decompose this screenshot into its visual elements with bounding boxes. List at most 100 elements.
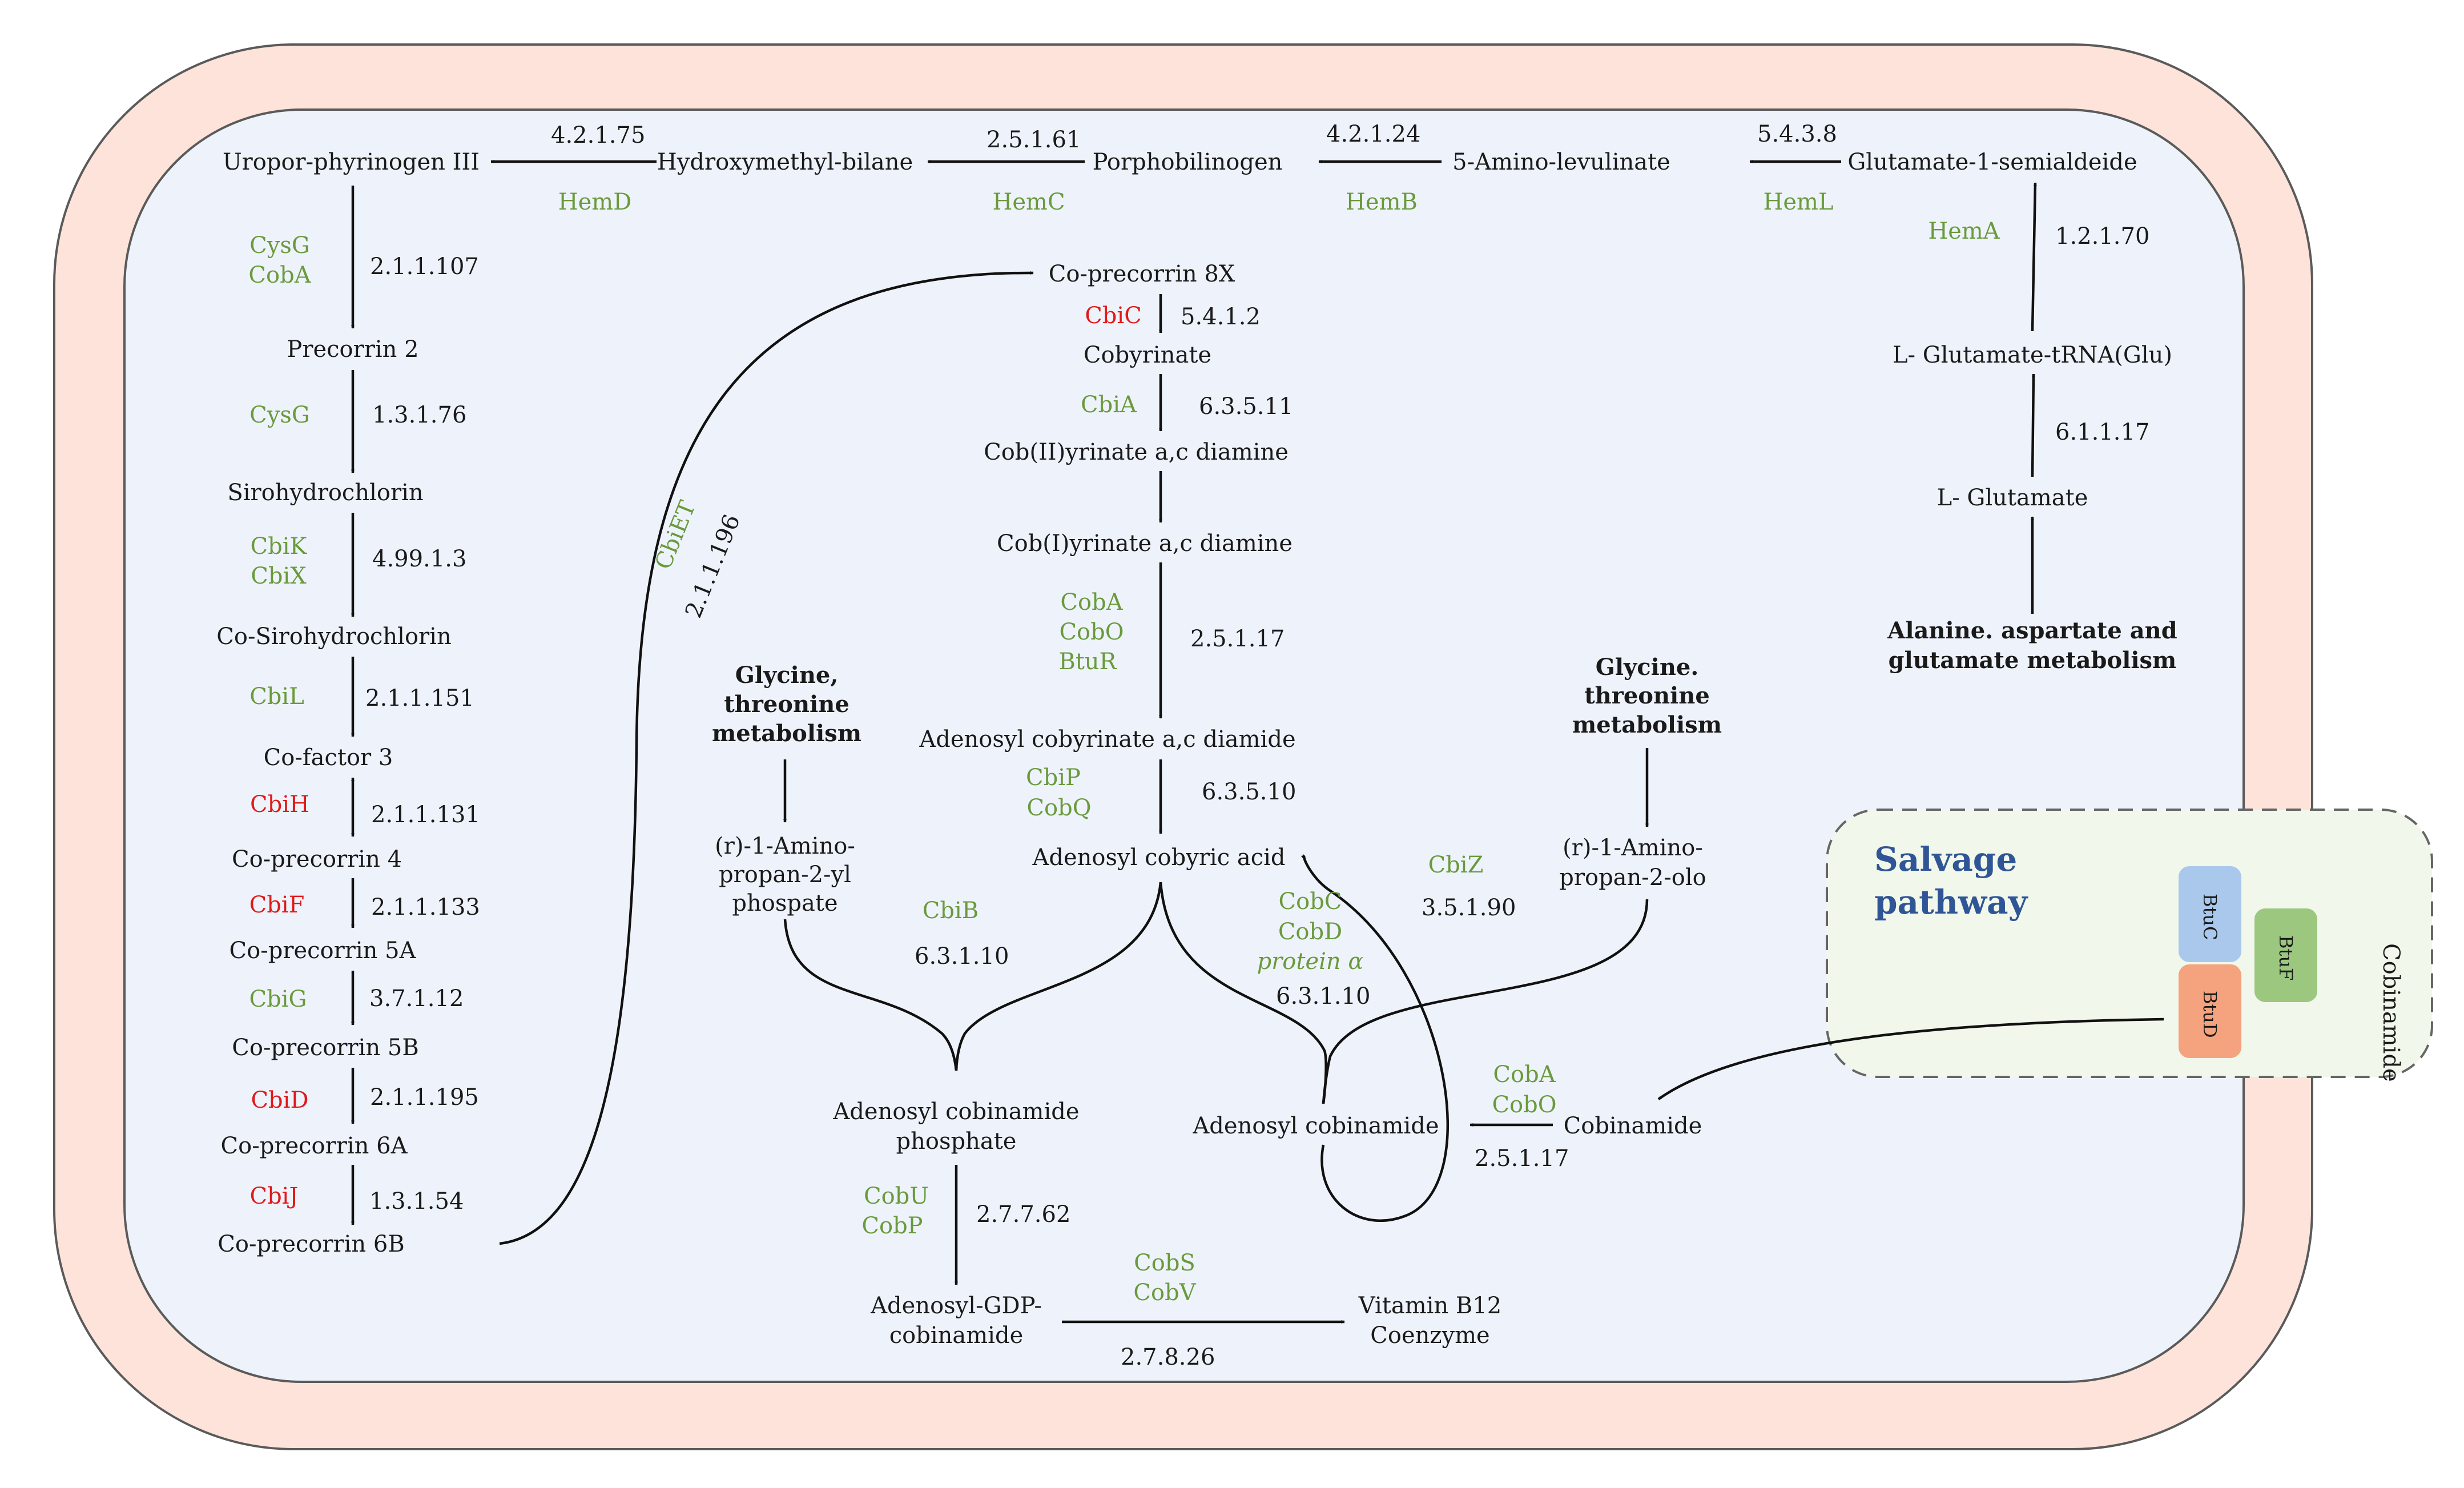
arrow-cbiz-loop [1301,854,1449,1222]
ec-2.7.7.62: 2.7.7.62 [976,1201,1070,1228]
enzyme-cobO-1: CobO [1059,619,1124,645]
metabolite-coprecorrin6a: Co-precorrin 6A [221,1133,408,1159]
metabolite-vitamin-b12-line1: Vitamin B12 [1358,1293,1501,1319]
ec-2.5.1.17-bottom: 2.5.1.17 [1475,1145,1569,1172]
metabolite-adenosyl-cobyrinate: Adenosyl cobyrinate a,c diamide [919,726,1295,753]
metabolite-porphobilinogen: Porphobilinogen [1093,149,1283,175]
enzyme-protein-alpha: protein α [1257,948,1364,975]
metabolite-hydroxymethylbilane: Hydroxymethyl-bilane [657,149,913,175]
ec-2.1.1.133: 2.1.1.133 [371,894,480,920]
ec-2.5.1.61: 2.5.1.61 [987,127,1081,153]
enzyme-btuR: BtuR [1058,649,1117,675]
enzyme-cbiG: CbiG [249,986,307,1012]
ec-1.3.1.76: 1.3.1.76 [372,402,466,428]
enzyme-cbiL: CbiL [249,683,304,710]
enzyme-cobV: CobV [1133,1280,1196,1306]
btuf-label: BtuF [2275,935,2297,980]
btuf-protein [2254,908,2317,1002]
metabolite-glutamate-trna: L- Glutamate-tRNA(Glu) [1893,342,2172,368]
ec-3.5.1.90: 3.5.1.90 [1422,895,1516,921]
ec-2.1.1.151: 2.1.1.151 [365,685,474,711]
btuc-protein [2179,866,2241,962]
ec-1.3.1.54: 1.3.1.54 [369,1188,464,1214]
pathway-alanine-line1: Alanine. aspartate and [1887,617,2177,644]
metabolite-cobinamide: Cobinamide [1564,1113,1702,1139]
metabolite-adenosyl-cobinamide-phosphate-line1: Adenosyl cobinamide [832,1099,1079,1125]
pathway-alanine-line2: glutamate metabolism [1889,647,2177,674]
enzyme-cbiP: CbiP [1026,765,1081,791]
ec-1.2.1.70: 1.2.1.70 [2055,223,2149,250]
enzyme-cbiA: CbiA [1081,392,1137,418]
enzyme-cbiX: CbiX [251,563,307,589]
pathway-glycine-right-line1: Glycine. [1596,654,1699,681]
ec-3.7.1.12: 3.7.1.12 [369,986,464,1012]
enzyme-hemD: HemD [558,189,632,215]
metabolite-aminolevulinate: 5-Amino-levulinate [1452,149,1670,175]
ec-2.1.1.131: 2.1.1.131 [371,802,480,828]
btud-protein [2179,964,2241,1058]
metabolite-adenosyl-gdp-cobinamide-line2: cobinamide [889,1322,1024,1349]
enzyme-cobQ: CobQ [1026,795,1091,821]
enzyme-cobS: CobS [1134,1250,1195,1276]
ec-4.2.1.75: 4.2.1.75 [551,122,645,148]
metabolite-aminopropanol-line2: propan-2-olo [1559,864,1706,891]
ec-6.3.5.10: 6.3.5.10 [1202,779,1296,805]
metabolite-co-sirohydrochlorin: Co-Sirohydrochlorin [216,624,451,650]
enzyme-cysG-1: CysG [249,232,310,259]
metabolite-cob1yrinate: Cob(I)yrinate a,c diamine [997,530,1293,557]
pathway-glycine-left-line1: Glycine, [735,662,839,689]
enzyme-hemA: HemA [1928,218,2000,244]
arrow-aminopropyl-adcbiphosphate [783,919,958,1071]
enzyme-cbiB: CbiB [923,898,979,924]
arrow-adcobyric-adcbiphosphate [955,882,1162,1071]
metabolite-vitamin-b12-line2: Coenzyme [1370,1322,1489,1349]
metabolite-coprecorrin4: Co-precorrin 4 [232,846,402,872]
metabolite-cofactor3: Co-factor 3 [264,745,393,771]
metabolite-coprecorrin6b: Co-precorrin 6B [218,1231,404,1257]
metabolite-aminopropyl-phosphate-line1: (r)-1-Amino- [715,833,855,859]
pathway-glycine-left-line3: metabolism [712,720,861,747]
metabolite-uroporphyrinogen: Uropor-phyrinogen III [223,149,480,175]
enzyme-cobO-2: CobO [1492,1092,1556,1118]
enzyme-cbiH: CbiH [250,791,309,818]
metabolite-adenosyl-gdp-cobinamide-line1: Adenosyl-GDP- [870,1293,1042,1319]
enzyme-cobU: CobU [864,1183,929,1209]
enzyme-hemB: HemB [1346,189,1418,215]
salvage-cobinamide-label: Cobinamide [2378,943,2404,1082]
ec-6.3.1.10-left: 6.3.1.10 [915,943,1009,970]
ec-6.1.1.17: 6.1.1.17 [2055,419,2149,445]
enzyme-cobC: CobC [1279,888,1342,915]
metabolite-l-glutamate: L- Glutamate [1937,485,2088,511]
ec-6.3.1.10-right: 6.3.1.10 [1276,983,1370,1010]
metabolite-coprecorrin5a: Co-precorrin 5A [230,938,417,964]
metabolite-cobyrinate: Cobyrinate [1084,342,1211,368]
salvage-title-line2: pathway [1874,883,2029,922]
arrow-aminopropanol-adcobinamide [1322,899,1649,1104]
ec-4.99.1.3: 4.99.1.3 [372,546,466,572]
enzyme-cbiK: CbiK [251,533,308,560]
pathway-glycine-right-line2: threonine [1584,682,1710,709]
arrow-salvage-cobinamide [1657,1018,2164,1100]
ec-2.1.1.195: 2.1.1.195 [370,1084,479,1111]
enzyme-cobA-3: CobA [1493,1061,1556,1088]
arrow-glu-trna [2031,373,2035,477]
enzyme-cobP: CobP [861,1213,923,1239]
salvage-pathway-box [1826,809,2433,1078]
enzyme-hemC: HemC [992,189,1065,215]
enzyme-cbiD: CbiD [251,1087,308,1113]
pathway-glycine-right-line3: metabolism [1572,711,1722,738]
ec-5.4.1.2: 5.4.1.2 [1181,304,1261,330]
pathway-glycine-left-line2: threonine [724,691,849,718]
metabolite-aminopropyl-phosphate-line2: propan-2-yl [719,862,851,888]
metabolite-coprecorrin5b: Co-precorrin 5B [232,1035,418,1061]
metabolite-adenosyl-cobinamide: Adenosyl cobinamide [1192,1113,1439,1139]
metabolite-adenosyl-cobinamide-phosphate-line2: phosphate [896,1128,1017,1155]
enzyme-cysG-2: CysG [249,402,310,428]
btud-label: BtuD [2199,991,2221,1038]
ec-2.7.8.26: 2.7.8.26 [1121,1344,1215,1370]
enzyme-cbiJ: CbiJ [249,1183,298,1209]
arrow-trna-gsa [2031,182,2037,332]
enzyme-cbiZ: CbiZ [1428,852,1484,878]
metabolite-aminopropyl-phosphate-line3: phospate [732,890,838,916]
